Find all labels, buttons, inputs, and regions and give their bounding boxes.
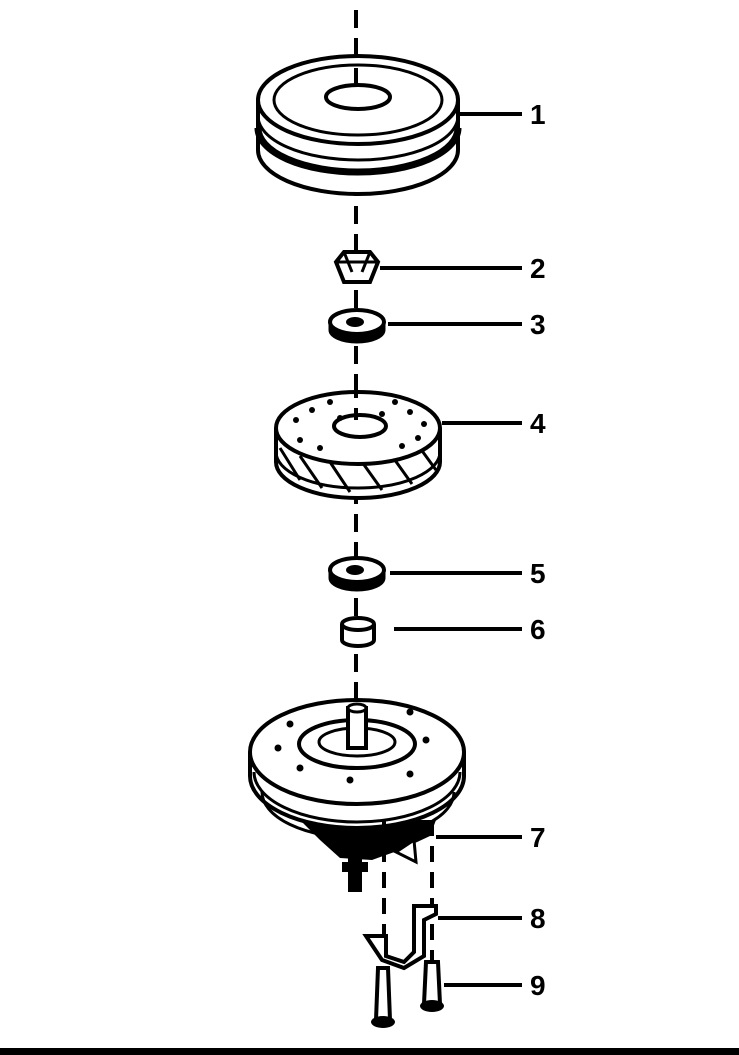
part-8-clip <box>362 904 438 971</box>
callout-8: 8 <box>530 903 546 934</box>
callout-9: 9 <box>530 970 546 1001</box>
part-1-pulley <box>254 40 462 196</box>
part-3-washer <box>328 308 386 344</box>
callout-5: 5 <box>530 558 546 589</box>
callout-6: 6 <box>530 614 546 645</box>
callout-4: 4 <box>530 408 546 439</box>
bottom-rule <box>0 1048 739 1055</box>
part-4-fan <box>274 380 442 500</box>
part-9-screws <box>371 960 444 1028</box>
part-6-bushing <box>340 616 376 648</box>
callout-1: 1 <box>530 99 546 130</box>
callout-3: 3 <box>530 309 546 340</box>
leader-lines <box>380 112 522 987</box>
callout-2: 2 <box>530 253 546 284</box>
part-7-motor-assembly <box>248 698 466 970</box>
callout-7: 7 <box>530 822 546 853</box>
part-2-nut <box>333 250 381 284</box>
part-5-washer <box>328 556 386 592</box>
